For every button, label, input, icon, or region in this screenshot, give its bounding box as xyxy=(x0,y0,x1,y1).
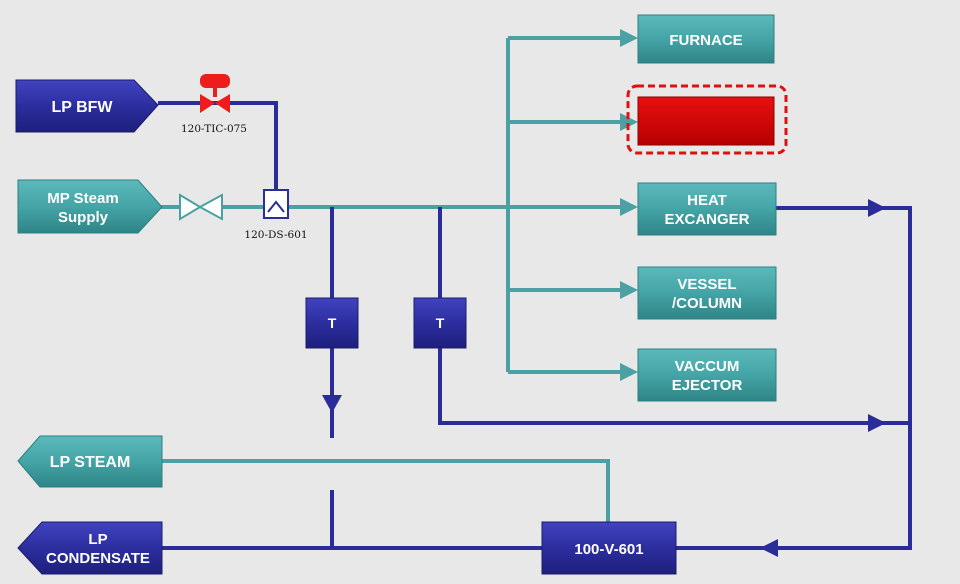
trap-left-label: T xyxy=(328,315,337,331)
mp-steam-label-line1: MP Steam xyxy=(47,190,118,207)
temperature-control-valve-icon[interactable] xyxy=(200,74,230,113)
furnace-box[interactable]: FURNACE xyxy=(637,14,775,64)
arrow-down-trap-left xyxy=(322,395,342,413)
desuperheater-tag: 120-DS-601 xyxy=(244,229,307,241)
vessel-100-v-601[interactable]: 100-V-601 xyxy=(541,521,677,575)
arrow-to-red-unit xyxy=(620,113,638,131)
trap-right-outlet-line xyxy=(438,348,910,425)
steam-line-arrows xyxy=(620,29,638,381)
steam-trap-left[interactable]: T xyxy=(305,297,359,349)
arrow-to-furnace xyxy=(620,29,638,47)
condensate-line-arrows xyxy=(322,199,886,557)
arrow-to-ejector xyxy=(620,363,638,381)
vessel-label-line2: /COLUMN xyxy=(672,295,742,312)
heat-exchanger-label-line1: HEAT xyxy=(687,192,727,209)
desuperheater-icon[interactable] xyxy=(263,189,289,219)
heat-exchanger-box[interactable]: HEAT EXCANGER xyxy=(637,182,777,236)
valve-body-icon xyxy=(200,94,230,113)
red-alarm-unit[interactable] xyxy=(626,84,788,155)
manual-valve-icon[interactable] xyxy=(179,193,223,221)
vessel-tag-label: 100-V-601 xyxy=(574,541,643,558)
lp-condensate-label-line2: CONDENSATE xyxy=(46,550,150,567)
furnace-label: FURNACE xyxy=(669,32,742,49)
arrow-to-vessel xyxy=(620,281,638,299)
lp-condensate-label-line1: LP xyxy=(88,531,107,548)
control-valve-tag: 120-TIC-075 xyxy=(181,123,247,135)
heat-exchanger-label-line2: EXCANGER xyxy=(664,211,749,228)
heat-exchanger-condensate-line xyxy=(676,206,912,550)
steam-trap-right[interactable]: T xyxy=(413,297,467,349)
vessel-column-box[interactable]: VESSEL /COLUMN xyxy=(637,266,777,320)
ejector-label-line2: EJECTOR xyxy=(672,377,743,394)
condensate-lines xyxy=(158,101,912,550)
arrow-to-heat-exchanger xyxy=(620,198,638,216)
valve-actuator-icon xyxy=(200,74,230,88)
red-unit-box xyxy=(637,96,775,146)
arrow-right-heat-exchanger-return xyxy=(868,199,886,217)
red-unit-dashed-border xyxy=(626,84,788,155)
lp-steam-outlet[interactable]: LP STEAM xyxy=(17,435,163,488)
lp-condensate-outlet[interactable]: LP CONDENSATE xyxy=(17,521,163,575)
ejector-label-line1: VACCUM xyxy=(675,358,740,375)
trap-right-label: T xyxy=(436,315,445,331)
mp-steam-supply-source[interactable]: MP Steam Supply xyxy=(17,179,163,234)
arrow-left-to-vessel xyxy=(760,539,778,557)
lp-steam-label: LP STEAM xyxy=(50,454,131,471)
vessel-label-line1: VESSEL xyxy=(677,276,736,293)
arrow-right-trap-return xyxy=(868,414,886,432)
lp-steam-return-line xyxy=(162,459,610,522)
steam-lines xyxy=(160,36,628,522)
mp-steam-label-line2: Supply xyxy=(58,209,109,226)
lp-bfw-source[interactable]: LP BFW xyxy=(15,79,159,133)
lp-bfw-label: LP BFW xyxy=(51,99,113,116)
valve-stem-icon xyxy=(213,87,217,97)
bfw-line xyxy=(158,101,278,190)
vacuum-ejector-box[interactable]: VACCUM EJECTOR xyxy=(637,348,777,402)
